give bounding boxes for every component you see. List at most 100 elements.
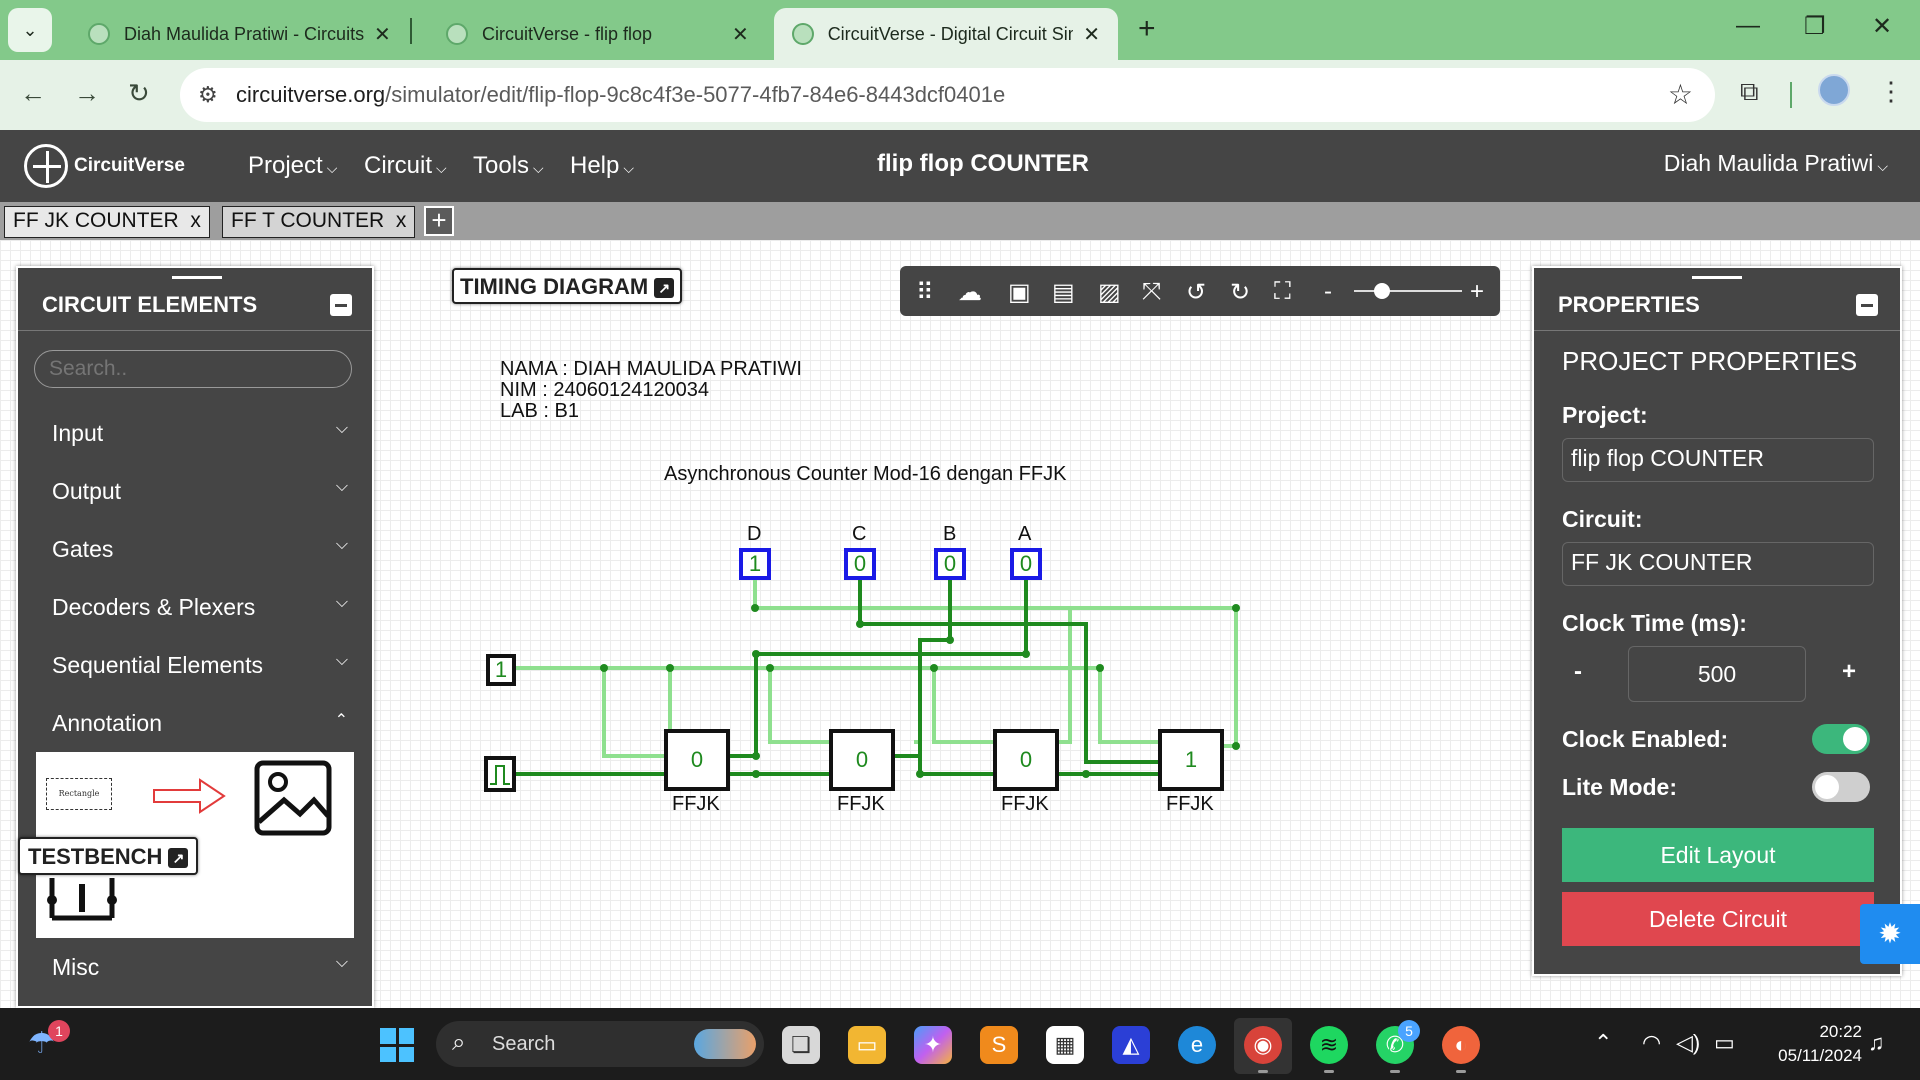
- save-icon[interactable]: ▣: [1008, 279, 1031, 306]
- url-text[interactable]: circuitverse.org/simulator/edit/flip-flo…: [236, 82, 1006, 107]
- output-probe[interactable]: 1: [739, 548, 771, 580]
- rectangle-element[interactable]: Rectangle: [46, 778, 112, 810]
- sublime-icon[interactable]: S: [980, 1026, 1018, 1064]
- fullscreen-icon[interactable]: ⛶: [1274, 278, 1291, 305]
- redo-icon[interactable]: ↻: [1230, 279, 1251, 306]
- delete-all-icon[interactable]: ▤: [1052, 279, 1075, 306]
- lite-mode-toggle[interactable]: [1812, 772, 1870, 802]
- user-menu[interactable]: Diah Maulida Pratiwi⌵: [1663, 150, 1888, 176]
- jk-flipflop[interactable]: 0: [664, 729, 730, 791]
- file-explorer-icon[interactable]: ▭: [848, 1026, 886, 1064]
- window-close-icon[interactable]: ✕: [1872, 13, 1893, 40]
- new-tab-button[interactable]: +: [1138, 12, 1156, 45]
- minimize-icon[interactable]: —: [1736, 12, 1760, 39]
- category-input[interactable]: Input⌵: [52, 420, 348, 446]
- profile-avatar[interactable]: [1818, 74, 1850, 106]
- zoom-slider[interactable]: [1354, 283, 1462, 299]
- close-icon[interactable]: x: [395, 209, 407, 232]
- project-name-input[interactable]: flip flop COUNTER: [1562, 438, 1874, 482]
- circuitverse-logo[interactable]: CircuitVerse: [24, 144, 185, 188]
- zoom-in-button[interactable]: +: [1470, 278, 1485, 305]
- circuit-name-input[interactable]: FF JK COUNTER: [1562, 542, 1874, 586]
- browser-tab[interactable]: CircuitVerse - flip flop ✕: [428, 8, 767, 60]
- taskbar-search[interactable]: ⌕ Search: [436, 1021, 764, 1067]
- decrease-clock-button[interactable]: -: [1574, 658, 1582, 685]
- panel-drag-handle[interactable]: [1692, 276, 1742, 279]
- circuit-tab[interactable]: FF JK COUNTER x: [4, 206, 210, 238]
- delete-circuit-button[interactable]: Delete Circuit: [1562, 892, 1874, 946]
- close-icon[interactable]: ✕: [1083, 23, 1100, 46]
- menu-circuit[interactable]: Circuit⌵: [364, 152, 447, 179]
- panel-drag-handle[interactable]: [172, 276, 222, 279]
- increase-clock-button[interactable]: +: [1842, 658, 1857, 685]
- menu-project[interactable]: Project⌵: [248, 152, 338, 179]
- category-decoders-plexers[interactable]: Decoders & Plexers⌵: [52, 594, 348, 620]
- restore-icon[interactable]: ❐: [1804, 13, 1826, 40]
- category-gates[interactable]: Gates⌵: [52, 536, 348, 562]
- spotify-icon[interactable]: ≋: [1310, 1026, 1348, 1073]
- address-bar[interactable]: ⚙ circuitverse.org/simulator/edit/flip-f…: [180, 68, 1715, 122]
- undo-icon[interactable]: ↺: [1186, 279, 1207, 306]
- report-bug-icon[interactable]: ✹: [1860, 904, 1920, 964]
- site-info-icon[interactable]: ⚙: [198, 82, 218, 107]
- element-search-input[interactable]: [34, 350, 352, 388]
- jk-flipflop[interactable]: 0: [829, 729, 895, 791]
- image-icon[interactable]: ▨: [1098, 279, 1121, 306]
- drag-handle-icon[interactable]: ⠿: [916, 279, 934, 306]
- system-clock[interactable]: 20:22 05/11/2024: [1778, 1022, 1862, 1065]
- constant-input[interactable]: 1: [486, 654, 516, 686]
- minimize-panel-button[interactable]: [1856, 294, 1878, 316]
- category-sequential-elements[interactable]: Sequential Elements⌵: [52, 652, 348, 678]
- tab-search-button[interactable]: ⌄: [8, 8, 52, 52]
- circuit-tab[interactable]: FF T COUNTER x: [222, 206, 416, 238]
- back-icon[interactable]: ←: [20, 78, 46, 108]
- chrome-icon[interactable]: ◉: [1244, 1026, 1282, 1073]
- output-probe[interactable]: 0: [1010, 548, 1042, 580]
- browser-tab[interactable]: Diah Maulida Pratiwi - Circuits ✕: [70, 8, 409, 60]
- testbench-element[interactable]: [44, 870, 120, 926]
- close-icon[interactable]: ✕: [374, 23, 391, 46]
- output-probe[interactable]: 0: [934, 548, 966, 580]
- clock-enabled-toggle[interactable]: [1812, 724, 1870, 754]
- zoom-out-button[interactable]: -: [1324, 278, 1332, 305]
- close-icon[interactable]: ✕: [732, 23, 749, 46]
- forward-icon[interactable]: →: [74, 78, 100, 108]
- wifi-icon[interactable]: ◠: [1642, 1030, 1662, 1055]
- jk-flipflop[interactable]: 0: [993, 729, 1059, 791]
- testbench-button[interactable]: TESTBENCH↗: [18, 837, 199, 875]
- edit-layout-button[interactable]: Edit Layout: [1562, 828, 1874, 882]
- arrow-element[interactable]: [152, 778, 226, 814]
- volume-icon[interactable]: ◁): [1676, 1030, 1701, 1055]
- cloud-upload-icon[interactable]: ☁: [958, 279, 982, 306]
- menu-tools[interactable]: Tools⌵: [473, 152, 544, 179]
- category-output[interactable]: Output⌵: [52, 478, 348, 504]
- output-probe[interactable]: 0: [844, 548, 876, 580]
- battery-icon[interactable]: ▭: [1714, 1030, 1735, 1055]
- edge-icon[interactable]: e: [1178, 1026, 1216, 1064]
- timing-diagram-button[interactable]: TIMING DIAGRAM↗: [452, 268, 683, 304]
- reload-icon[interactable]: ↻: [128, 78, 150, 108]
- image-element[interactable]: [254, 760, 332, 836]
- firefox-icon[interactable]: ◐: [1442, 1026, 1480, 1073]
- category-misc[interactable]: Misc⌵: [52, 954, 348, 980]
- task-view-icon[interactable]: ❏: [782, 1026, 820, 1064]
- start-icon[interactable]: [380, 1028, 414, 1062]
- category-annotation[interactable]: Annotation⌃: [52, 710, 348, 736]
- close-icon[interactable]: x: [190, 209, 201, 232]
- browser-tab-active[interactable]: CircuitVerse - Digital Circuit Sim ✕: [774, 8, 1118, 60]
- add-circuit-button[interactable]: +: [424, 206, 454, 236]
- zoom-slider-thumb[interactable]: [1374, 283, 1390, 299]
- store-icon[interactable]: ▦: [1046, 1026, 1084, 1064]
- tray-overflow-icon[interactable]: ⌃: [1594, 1030, 1613, 1055]
- menu-help[interactable]: Help⌵: [570, 152, 634, 179]
- jk-flipflop[interactable]: 1: [1158, 729, 1224, 791]
- notifications-bell-icon[interactable]: ♫: [1868, 1030, 1885, 1055]
- bookmark-star-icon[interactable]: ☆: [1667, 79, 1693, 110]
- vscode-icon[interactable]: ◭: [1112, 1026, 1150, 1064]
- minimize-panel-button[interactable]: [330, 294, 352, 316]
- clock-time-input[interactable]: 500: [1628, 646, 1806, 702]
- extensions-icon[interactable]: ⧉: [1740, 76, 1759, 106]
- fit-icon[interactable]: ⤧: [1142, 278, 1162, 305]
- browser-menu-icon[interactable]: ⋮: [1878, 76, 1904, 106]
- copilot-icon[interactable]: ✦: [914, 1026, 952, 1064]
